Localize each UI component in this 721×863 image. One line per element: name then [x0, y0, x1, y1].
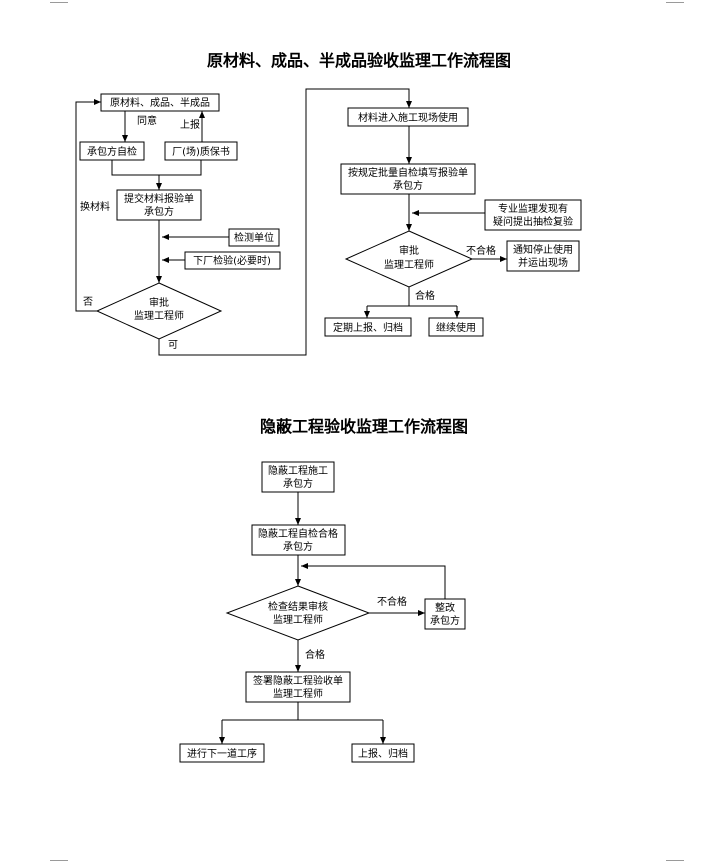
flow2-box-sign-line1: 签署隐蔽工程验收单 [253, 674, 343, 687]
flow1-box-factory-test: 下厂检验(必要时) [184, 251, 281, 270]
flow2-box-next-text: 进行下一道工序 [187, 747, 257, 760]
flow1-diamond-review-line2: 监理工程师 [384, 258, 434, 271]
flow1-diamond-review: 审批 监理工程师 [344, 230, 474, 288]
flow2-box-construct-line2: 承包方 [283, 477, 313, 490]
arrow-yes [158, 88, 412, 356]
flow2-box-sign-line2: 监理工程师 [273, 687, 323, 700]
flow1-box-continue: 继续使用 [428, 317, 484, 337]
page-corner-mark [50, 2, 68, 3]
flow1-box-self-check-text: 承包方自检 [87, 145, 137, 158]
flow2-box-selfcheck: 隐蔽工程自检合格 承包方 [251, 524, 346, 556]
page-corner-mark [666, 2, 684, 3]
page-corner-mark [50, 860, 68, 861]
flow1-box-doubt: 专业监理发现有 疑问提出抽检复验 [484, 199, 582, 231]
flow2-box-construct-line1: 隐蔽工程施工 [268, 464, 328, 477]
flow1-diamond-approve: 审批 监理工程师 [95, 282, 223, 340]
flow1-label-report: 上报 [180, 118, 200, 131]
flow2-label-fail: 不合格 [377, 595, 407, 608]
flow1-title: 原材料、成品、半成品验收监理工作流程图 [207, 51, 512, 70]
flow1-box-submit-line1: 提交材料报验单 [124, 192, 194, 205]
arrow-loop-no [75, 99, 101, 312]
flow1-box-submit-line2: 承包方 [144, 205, 174, 218]
flow2-box-rectify: 整改 承包方 [424, 598, 466, 630]
flow1-label-no: 否 [83, 296, 93, 308]
flow2-title: 隐蔽工程验收监理工作流程图 [260, 417, 469, 436]
flow1-box-test-unit: 检测单位 [228, 228, 280, 247]
flow1-box-self-check: 承包方自检 [79, 141, 145, 161]
flow1-label-replace: 换材料 [80, 200, 110, 213]
flow1-box-materials-text: 原材料、成品、半成品 [110, 96, 210, 109]
flow1-box-archive-text: 定期上报、归档 [333, 321, 403, 334]
flow2-box-selfcheck-line1: 隐蔽工程自检合格 [258, 527, 338, 540]
flow1-box-stop-line1: 通知停止使用 [513, 243, 573, 256]
flow2-box-rectify-line2: 承包方 [430, 614, 460, 627]
flow1-box-batch-line1: 按规定批量自检填写报验单 [348, 166, 468, 179]
flow1-box-quality-cert-text: 厂(场)质保书 [172, 145, 230, 158]
arrow-loop-rectify [301, 563, 446, 599]
flow1-box-archive: 定期上报、归档 [324, 317, 412, 337]
flow1-box-stop-line2: 并运出现场 [518, 256, 568, 269]
flow1-box-materials: 原材料、成品、半成品 [100, 93, 220, 112]
flow2-box-rectify-line1: 整改 [435, 601, 455, 614]
flow1-box-batch: 按规定批量自检填写报验单 承包方 [340, 163, 476, 195]
flow2-box-selfcheck-line2: 承包方 [283, 540, 313, 553]
flow1-diamond-approve-line2: 监理工程师 [134, 309, 184, 322]
flow1-box-factory-test-text: 下厂检验(必要时) [193, 254, 271, 267]
flow1-box-enter-site-text: 材料进入施工现场使用 [358, 111, 458, 124]
flow2-label-pass: 合格 [305, 648, 325, 661]
flow1-box-continue-text: 继续使用 [436, 321, 476, 334]
page-corner-mark [666, 860, 684, 861]
flow1-box-quality-cert: 厂(场)质保书 [164, 141, 238, 161]
flow2-diamond-check-line2: 监理工程师 [273, 613, 323, 626]
flow1-box-batch-line2: 承包方 [393, 179, 423, 192]
connector [111, 160, 159, 176]
flow2-box-report-text: 上报、归档 [358, 747, 408, 760]
flow2-box-construct: 隐蔽工程施工 承包方 [261, 461, 335, 493]
flow1-box-doubt-line1: 专业监理发现有 [498, 202, 568, 215]
flow1-box-stop: 通知停止使用 并运出现场 [506, 240, 580, 272]
flow1-label-agree: 同意 [137, 114, 157, 127]
flow1-label-fail: 不合格 [466, 244, 496, 257]
flow1-label-yes: 可 [168, 340, 178, 351]
flow1-box-enter-site: 材料进入施工现场使用 [347, 107, 469, 127]
flow2-box-report: 上报、归档 [351, 743, 415, 763]
flow1-box-test-unit-text: 检测单位 [234, 231, 274, 244]
flow2-box-sign: 签署隐蔽工程验收单 监理工程师 [245, 671, 351, 703]
connector [159, 160, 202, 176]
flow1-box-submit: 提交材料报验单 承包方 [116, 189, 202, 221]
flow1-label-pass: 合格 [415, 289, 435, 302]
flow2-diamond-check: 检查结果审核 监理工程师 [225, 585, 371, 641]
flow2-diamond-check-line1: 检查结果审核 [268, 600, 328, 613]
flow2-box-next: 进行下一道工序 [179, 743, 265, 763]
flow1-diamond-review-line1: 审批 [399, 244, 419, 257]
flow1-diamond-approve-line1: 审批 [149, 296, 169, 309]
flow1-box-doubt-line2: 疑问提出抽检复验 [493, 215, 573, 228]
